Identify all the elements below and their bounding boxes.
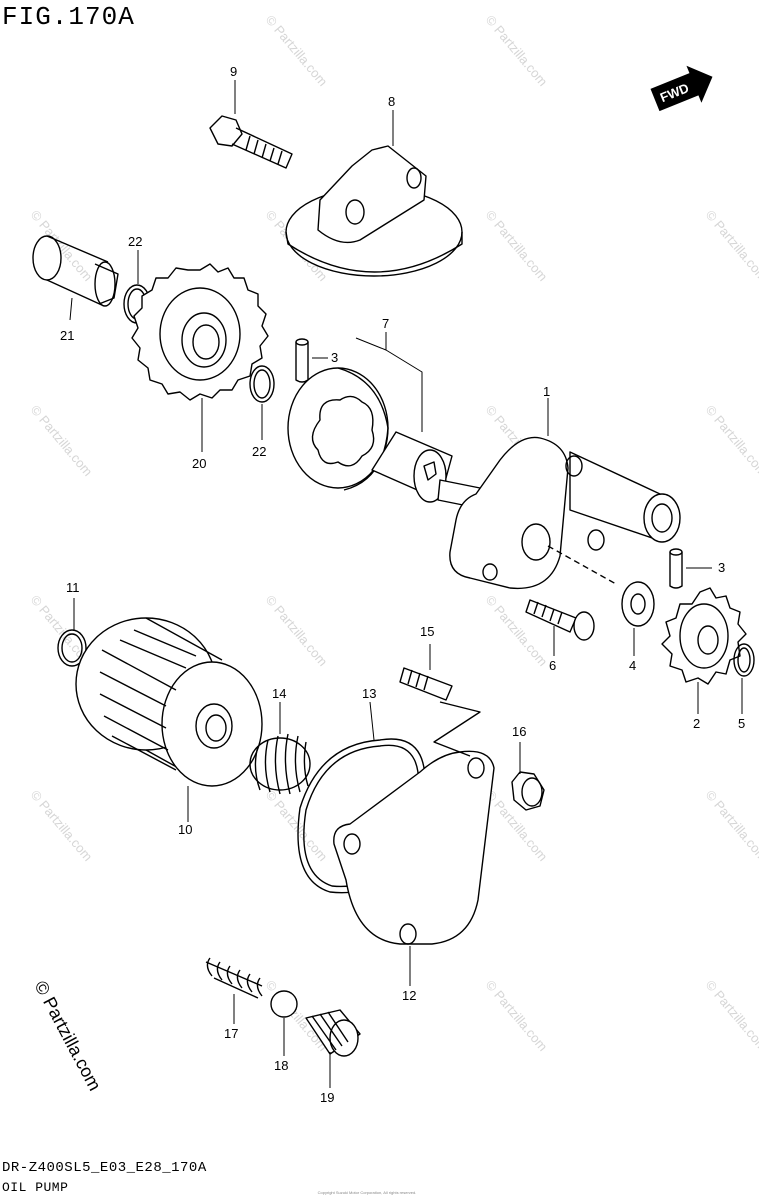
part-label-19: 19 — [320, 1090, 334, 1105]
copyright-line: Copyright Suzuki Motor Corporation, All … — [317, 1190, 417, 1195]
part-label-14: 14 — [272, 686, 286, 701]
part-label-15: 15 — [420, 624, 434, 639]
partzilla-logo: © Partzilla.com — [30, 977, 105, 1093]
part-6-screw[interactable] — [525, 599, 595, 641]
part-5-circlip[interactable] — [733, 643, 755, 677]
figure-code: DR-Z400SL5_E03_E28_170A — [2, 1160, 207, 1176]
part-label-6: 6 — [549, 658, 556, 673]
part-label-21: 21 — [60, 328, 74, 343]
part-22-circlip-lower[interactable] — [249, 365, 275, 403]
part-1-oil-pump-body[interactable] — [437, 436, 681, 590]
part-label-22: 22 — [128, 234, 142, 249]
watermark-text: © Partzilla.com — [483, 207, 551, 284]
part-17-spring[interactable] — [205, 957, 263, 999]
part-label-12: 12 — [402, 988, 416, 1003]
part-label-1: 1 — [543, 384, 550, 399]
part-3-pin-right[interactable] — [669, 548, 683, 589]
leader-lines — [69, 80, 743, 1088]
part-label-3: 3 — [331, 350, 338, 365]
part-label-9: 9 — [230, 64, 237, 79]
part-4-washer[interactable] — [621, 581, 655, 627]
part-19-plug[interactable] — [305, 1009, 361, 1057]
part-21-shaft[interactable] — [32, 235, 119, 307]
part-18-ball[interactable] — [270, 990, 298, 1018]
part-2-gear[interactable] — [661, 587, 747, 685]
part-label-10: 10 — [178, 822, 192, 837]
fwd-badge: FWD — [650, 65, 713, 112]
part-16-nut[interactable] — [511, 771, 545, 811]
watermark-text: © Partzilla.com — [703, 977, 759, 1054]
part-label-20: 20 — [192, 456, 206, 471]
part-label-5: 5 — [738, 716, 745, 731]
part-3-pin[interactable] — [295, 338, 309, 383]
part-label-18: 18 — [274, 1058, 288, 1073]
part-10-oil-filter[interactable] — [75, 617, 263, 787]
watermark-text: © Partzilla.com — [483, 977, 551, 1054]
part-label-11: 11 — [66, 580, 80, 595]
figure-name: OIL PUMP — [2, 1180, 69, 1195]
watermark-text: © Partzilla.com — [28, 402, 96, 479]
part-15-stud[interactable] — [399, 667, 481, 757]
part-number-labels: 1 2 3 3 4 5 6 7 8 9 10 11 12 13 14 15 16… — [60, 64, 745, 1105]
part-label-4: 4 — [629, 658, 636, 673]
part-label-8: 8 — [388, 94, 395, 109]
part-label-2: 2 — [693, 716, 700, 731]
part-11-o-ring[interactable] — [57, 629, 87, 667]
part-label-17: 17 — [224, 1026, 238, 1041]
watermark-text: © Partzilla.com — [263, 12, 331, 89]
watermark-text: © Partzilla.com — [703, 207, 759, 284]
forward-arrow-icon — [650, 65, 713, 112]
watermark-text: © Partzilla.com — [703, 787, 759, 864]
part-label-7: 7 — [382, 316, 389, 331]
part-12-cover[interactable] — [333, 750, 495, 945]
part-9-bolt[interactable] — [209, 115, 293, 169]
watermark-text: © Partzilla.com — [263, 787, 331, 864]
part-label-16: 16 — [512, 724, 526, 739]
part-14-spring[interactable] — [249, 733, 311, 795]
part-20-gear[interactable] — [131, 263, 269, 401]
watermark-text: © Partzilla.com — [263, 592, 331, 669]
watermark-text: © Partzilla.com — [28, 787, 96, 864]
part-8-filter-cap[interactable] — [285, 145, 463, 277]
part-label-22-lower: 22 — [252, 444, 266, 459]
part-label-13: 13 — [362, 686, 376, 701]
figure-title: FIG.170A — [2, 2, 135, 32]
watermark-text: © Partzilla.com — [703, 402, 759, 479]
watermark-text: © Partzilla.com — [483, 12, 551, 89]
part-label-3-right: 3 — [718, 560, 725, 575]
part-7-rotor-set[interactable] — [287, 367, 453, 503]
